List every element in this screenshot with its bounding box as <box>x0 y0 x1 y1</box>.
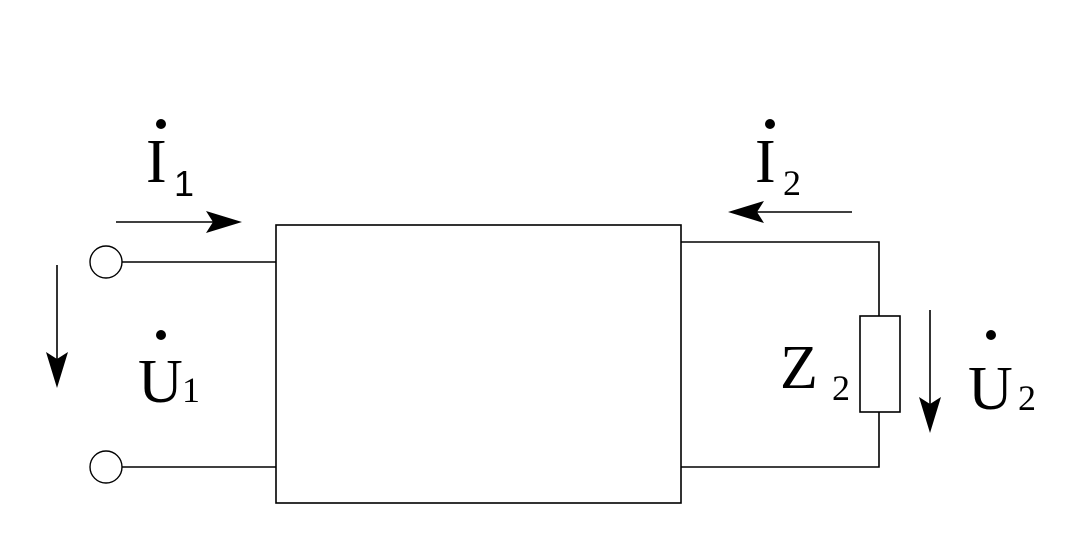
phasor-dot-i2 <box>765 119 775 129</box>
phasor-dot-u2 <box>986 330 996 340</box>
phasor-dot-u1 <box>156 330 166 340</box>
label-u2-subscript: 2 <box>1018 378 1036 418</box>
two-port-network-box <box>275 224 682 504</box>
input-terminal-top <box>89 245 123 279</box>
label-i2-subscript: 2 <box>783 163 801 203</box>
label-u1-symbol: U <box>138 348 183 416</box>
label-u1: U 1 <box>138 330 200 416</box>
label-i2-symbol: I <box>755 128 776 196</box>
label-z2-symbol: Z <box>780 334 818 402</box>
load-impedance-z2 <box>859 315 901 413</box>
voltage-u1-arrow <box>46 265 68 388</box>
output-wire-top <box>681 241 880 316</box>
label-i2: I 2 <box>755 119 801 203</box>
label-i1-subscript: 1 <box>174 163 194 204</box>
label-z2-subscript: 2 <box>832 368 850 408</box>
label-u1-subscript: 1 <box>182 370 200 410</box>
label-i1: I 1 <box>146 119 194 204</box>
input-terminal-bottom <box>89 450 123 484</box>
current-i1-arrow <box>116 211 242 233</box>
label-u2-symbol: U <box>968 355 1013 423</box>
output-wire-bottom <box>681 412 880 468</box>
current-i2-arrow <box>728 201 852 223</box>
label-i1-symbol: I <box>146 128 167 196</box>
label-z2: Z 2 <box>780 334 850 408</box>
phasor-dot-i1 <box>156 119 166 129</box>
label-u2: U 2 <box>968 330 1036 423</box>
voltage-u2-arrow <box>919 310 941 433</box>
